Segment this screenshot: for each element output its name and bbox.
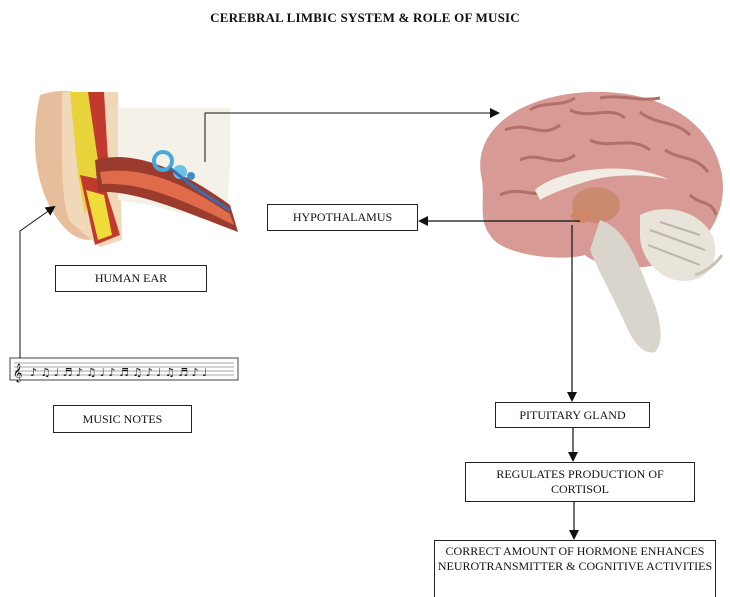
correct-hormone-label: CORRECT AMOUNT OF HORMONE ENHANCES NEURO…: [434, 540, 716, 597]
human-ear-label: HUMAN EAR: [55, 265, 207, 292]
hypothalamus-label: HYPOTHALAMUS: [267, 204, 418, 231]
regulates-cortisol-label: REGULATES PRODUCTION OF CORTISOL: [465, 462, 695, 502]
pituitary-gland-label: PITUITARY GLAND: [495, 402, 650, 428]
svg-text:♪ ♫ ♩ ♬ ♪ ♫ ♩ ♪ ♬ ♫ ♪ ♩ ♫ ♬ ♪: ♪ ♫ ♩ ♬ ♪ ♫ ♩ ♪ ♬ ♫ ♪ ♩ ♫ ♬ ♪ ♩: [30, 366, 207, 379]
music-notes-label: MUSIC NOTES: [53, 405, 192, 433]
svg-text:𝄞: 𝄞: [13, 363, 22, 383]
ear-model-image: [35, 91, 238, 247]
brain-model-image: [480, 92, 723, 353]
music-strip-image: 𝄞 ♪ ♫ ♩ ♬ ♪ ♫ ♩ ♪ ♬ ♫ ♪ ♩ ♫ ♬ ♪ ♩: [10, 358, 238, 383]
